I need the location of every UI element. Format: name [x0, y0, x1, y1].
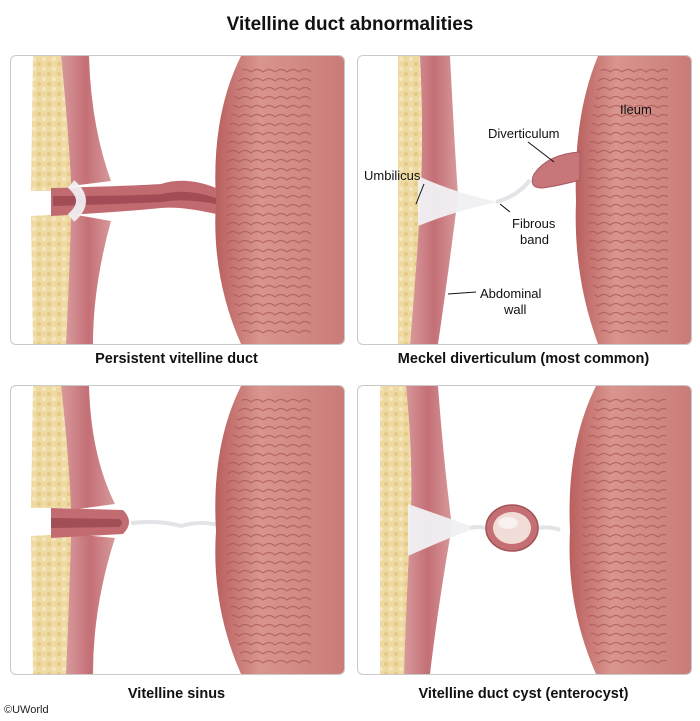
bowel-wall — [569, 386, 691, 674]
panel-vitelline-duct-cyst — [357, 385, 692, 675]
bowel-wall — [215, 386, 344, 674]
label-abdominal-wall-line1: Abdominal — [480, 286, 542, 301]
vitelline-duct — [51, 180, 216, 222]
abdominal-wall-upper — [31, 56, 111, 191]
abdominal-wall-lower — [31, 214, 111, 344]
enterocyst — [485, 504, 539, 552]
caption-vitelline-sinus: Vitelline sinus — [127, 686, 226, 702]
label-ileum: Ileum — [620, 102, 652, 117]
caption-persistent-vitelline-duct: Persistent vitelline duct — [95, 351, 258, 367]
label-abdominal-wall-line2: wall — [503, 302, 527, 317]
annotation-leaders — [415, 141, 555, 295]
caption-meckel-diverticulum: Meckel diverticulum (most common) — [397, 351, 650, 367]
fibrous-band — [495, 178, 532, 204]
label-fibrous-band-line1: Fibrous — [512, 216, 556, 231]
panel-vitelline-sinus — [10, 385, 345, 675]
label-umbilicus: Umbilicus — [364, 168, 421, 183]
label-diverticulum: Diverticulum — [488, 126, 560, 141]
diverticulum — [531, 151, 581, 189]
fibrous-band — [130, 520, 224, 529]
abdominal-wall-lower — [31, 534, 115, 674]
fibrous-band-left — [469, 525, 487, 530]
caption-vitelline-duct-cyst: Vitelline duct cyst (enterocyst) — [418, 686, 629, 702]
fibrous-band-right — [537, 525, 561, 532]
abdominal-wall — [380, 386, 476, 674]
panel-meckel-diverticulum: Ileum Diverticulum Umbilicus Fibrous ban… — [357, 55, 692, 345]
figure-title: Vitelline duct abnormalities — [226, 14, 474, 35]
copyright-credit: ©UWorld — [4, 704, 49, 716]
abdominal-wall — [398, 56, 498, 344]
panel-persistent-vitelline-duct — [10, 55, 345, 345]
abdominal-wall-upper — [31, 386, 115, 510]
bowel-wall — [215, 56, 344, 344]
label-fibrous-band-line2: band — [520, 232, 549, 247]
bowel-wall — [575, 56, 691, 344]
